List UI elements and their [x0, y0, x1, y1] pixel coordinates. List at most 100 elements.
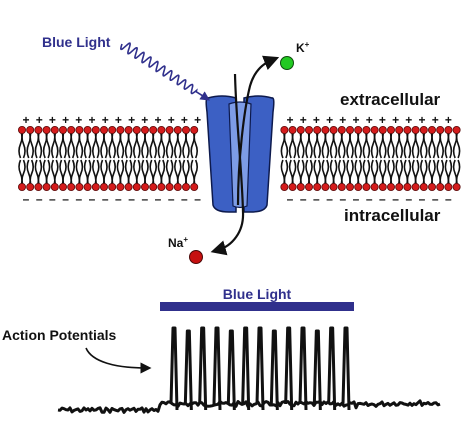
lipid-tail [414, 129, 420, 159]
negative-charge: – [62, 192, 69, 206]
lipid-tail [144, 159, 149, 188]
lipid-tail [406, 129, 412, 159]
positive-charge: + [88, 113, 95, 127]
lipid-tail [103, 129, 108, 159]
curved-arrow-icon [85, 347, 152, 374]
lipid-head [280, 182, 289, 191]
lipid-tail [414, 159, 420, 188]
potassium-symbol: K [296, 41, 305, 55]
lipid-head [42, 126, 51, 135]
lipid-tail [365, 159, 371, 188]
lipid-head [116, 126, 125, 135]
lipid-head [452, 126, 461, 135]
lipid-tail [95, 129, 100, 159]
lipid-tail [86, 129, 92, 159]
lipid-tail [185, 159, 190, 188]
lipid-tail [119, 129, 125, 159]
lipid-tail [291, 129, 297, 159]
negative-charge: – [23, 192, 30, 206]
lipid-tail [70, 159, 75, 188]
lipid-tail [341, 159, 346, 188]
lipid-head [173, 126, 182, 135]
lipid-tail [423, 159, 428, 188]
lipid-tail [324, 159, 330, 188]
sodium-charge: + [183, 235, 189, 244]
lipid-tail [349, 159, 354, 188]
lipid-tail [29, 129, 34, 159]
action-potential-spike [255, 326, 265, 411]
lipid-head [157, 126, 166, 135]
positive-charge: + [339, 113, 346, 127]
positive-charge: + [405, 113, 412, 127]
lipid-head [124, 126, 133, 135]
extracellular-label: extracellular [340, 90, 441, 109]
lipid-tail [357, 129, 362, 159]
sodium-symbol: Na [168, 236, 184, 250]
negative-charge: – [115, 192, 122, 206]
action-potential-spike [169, 326, 179, 411]
lipid-head [26, 126, 35, 135]
lipid-tail [160, 129, 166, 159]
positive-charge: + [102, 113, 109, 127]
positive-charge: + [366, 113, 373, 127]
lipid-head [34, 182, 43, 191]
channel-left-subunit [205, 95, 237, 213]
positive-charge: + [128, 113, 135, 127]
stimulus-bar-label: Blue Light [222, 286, 292, 302]
lipid-tail [308, 159, 313, 188]
lipid-tail [127, 129, 133, 159]
intracellular-label: intracellular [344, 206, 441, 225]
lipid-tail [103, 159, 108, 188]
lipid-tail [316, 129, 321, 159]
lipid-tail [332, 159, 338, 188]
sodium-label: Na+ [168, 235, 188, 250]
lipid-head [444, 126, 453, 135]
lipid-tail [283, 159, 289, 188]
lipid-head [419, 182, 428, 191]
lipid-head [190, 182, 199, 191]
lipid-tail [193, 129, 198, 159]
cell-membrane: +++++++++++++++++++++++++++ ––––––––––––… [17, 113, 461, 206]
lipid-head [26, 182, 35, 191]
lipid-head [42, 182, 51, 191]
lipid-head [296, 126, 305, 135]
lipid-tail [406, 159, 412, 188]
negative-charge: – [419, 192, 426, 206]
negative-charge: – [366, 192, 373, 206]
lipid-head [304, 126, 313, 135]
lipid-heads-upper [17, 126, 461, 135]
lipid-head [329, 182, 338, 191]
lipid-head [165, 182, 174, 191]
lipid-tail [70, 129, 75, 159]
lipid-tail [160, 159, 166, 188]
lipid-head [329, 126, 338, 135]
lipid-tail [390, 159, 395, 188]
sodium-influx-arrow [210, 73, 245, 256]
lipid-tail [168, 159, 174, 188]
positive-charge: + [326, 113, 333, 127]
lipid-tail [431, 129, 436, 159]
potassium-efflux-arrow [236, 55, 280, 206]
lipid-tail [136, 159, 141, 188]
positive-charge: + [75, 113, 82, 127]
negative-charges: ––––––––––––––––––––––––––– [23, 192, 452, 206]
lipid-head [108, 126, 117, 135]
action-potential-spike [341, 326, 351, 411]
negative-charge: – [379, 192, 386, 206]
lipid-tail [45, 159, 51, 188]
lipid-head [370, 182, 379, 191]
lipid-head [157, 182, 166, 191]
positive-charge: + [181, 113, 188, 127]
lipid-head [354, 182, 363, 191]
lipid-head [50, 182, 59, 191]
action-potential-spike [183, 329, 193, 411]
negative-charge: – [155, 192, 162, 206]
lipid-tail [119, 159, 125, 188]
negative-charge: – [313, 192, 320, 206]
lipid-head [132, 182, 141, 191]
lipid-tail [86, 159, 92, 188]
lipid-tails-upper [18, 129, 461, 159]
lipid-tail [37, 159, 43, 188]
